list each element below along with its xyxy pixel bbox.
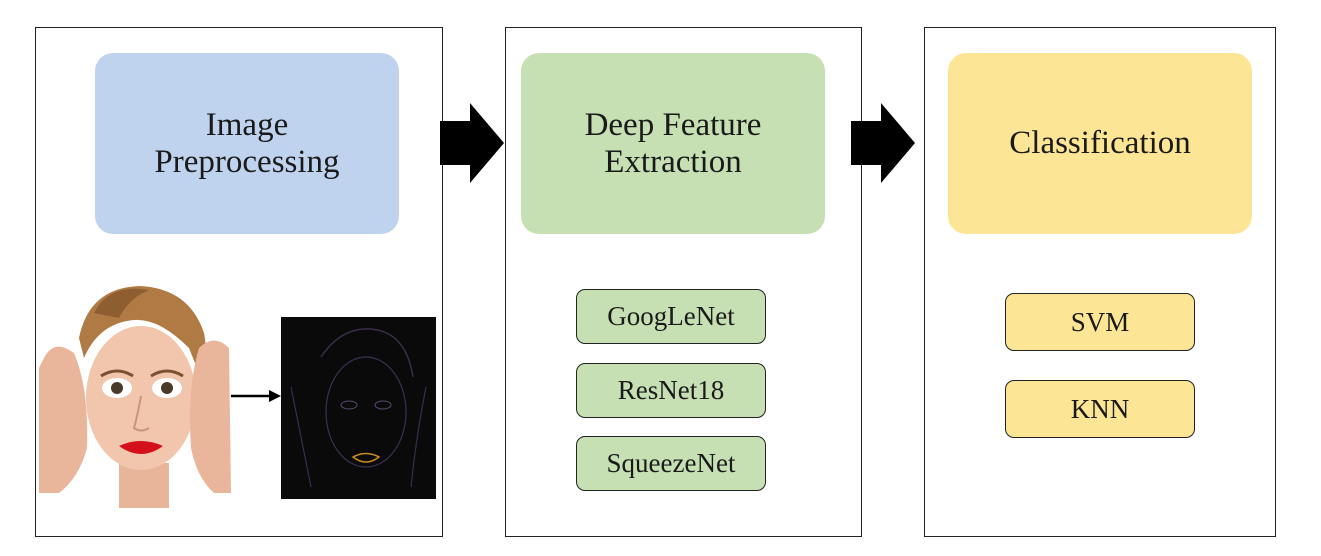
flow-arrow-icon — [440, 103, 504, 183]
face-photo — [39, 278, 231, 508]
flow-arrow-icon — [851, 103, 915, 183]
classifier-svm: SVM — [1005, 293, 1195, 351]
edge-map-image — [281, 317, 436, 499]
stage-title-classification: Classification — [948, 53, 1252, 234]
model-resnet18: ResNet18 — [576, 363, 766, 418]
small-right-arrow-icon — [231, 390, 281, 402]
model-googlenet: GoogLeNet — [576, 289, 766, 344]
stage-image-preprocessing: Image Preprocessing — [35, 27, 443, 537]
stage-title-deep-feature-extraction: Deep Feature Extraction — [521, 53, 825, 234]
classifier-knn: KNN — [1005, 380, 1195, 438]
model-squeezenet: SqueezeNet — [576, 436, 766, 491]
stage-title-image-preprocessing: Image Preprocessing — [95, 53, 399, 234]
stage-deep-feature-extraction: Deep Feature Extraction GoogLeNet ResNet… — [505, 27, 862, 537]
stage-classification: Classification SVM KNN — [924, 27, 1276, 537]
